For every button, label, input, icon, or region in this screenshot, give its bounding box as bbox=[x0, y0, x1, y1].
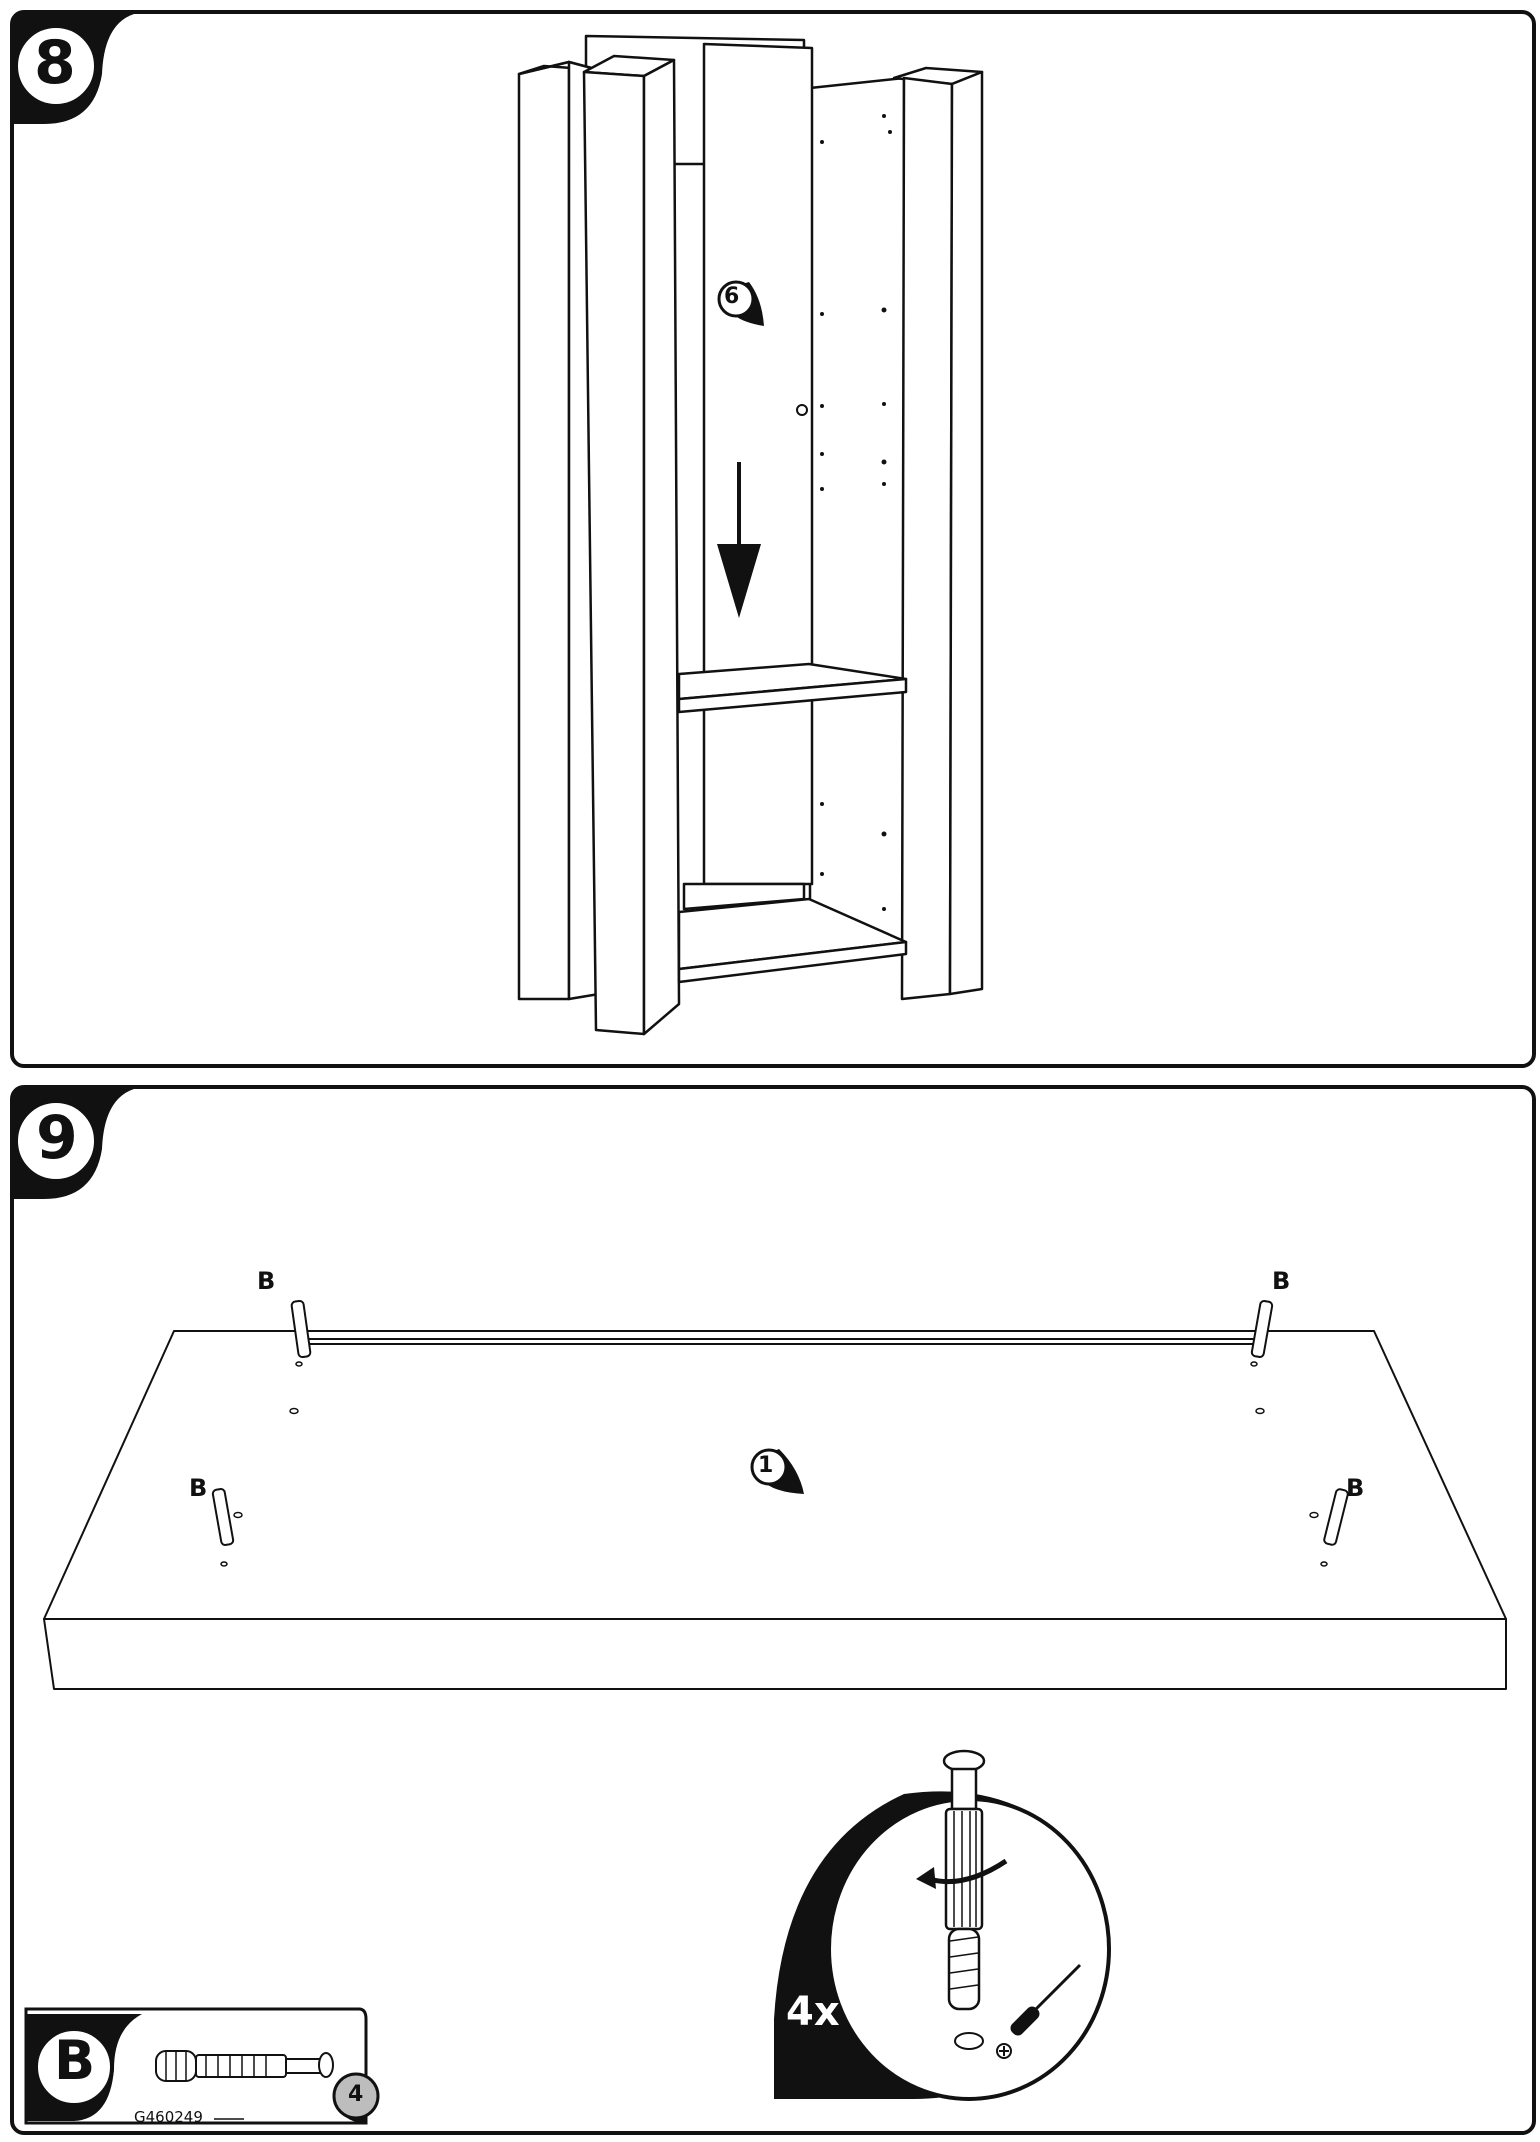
rotate-arrow-icon bbox=[916, 1858, 1008, 1889]
article-code: G460249 bbox=[134, 2108, 203, 2126]
down-arrow-icon bbox=[717, 462, 761, 618]
fitting-label-b: B bbox=[257, 1267, 276, 1295]
step-number: 8 bbox=[34, 28, 76, 98]
board-illustration bbox=[24, 1299, 1507, 2125]
screwdriver-icon bbox=[996, 1963, 1082, 2059]
parts-box-letter: B bbox=[54, 2029, 96, 2092]
fitting-label-b: B bbox=[1272, 1267, 1291, 1295]
part-callout-6: 6 bbox=[724, 284, 740, 309]
detail-quantity: 4x bbox=[786, 1989, 840, 2035]
fitting-label-b: B bbox=[189, 1474, 208, 1502]
step-9-badge bbox=[14, 1089, 134, 1199]
part-callout-1: 1 bbox=[758, 1453, 774, 1478]
step-8-badge bbox=[14, 14, 134, 124]
fitting-label-b: B bbox=[1346, 1474, 1365, 1502]
step-8-panel: 8 bbox=[10, 10, 1536, 1068]
step-number: 9 bbox=[36, 1103, 78, 1173]
parts-box-count: 4 bbox=[348, 2082, 364, 2107]
bookcase-illustration bbox=[517, 34, 984, 1036]
step-9-panel: 9 bbox=[10, 1085, 1536, 2135]
